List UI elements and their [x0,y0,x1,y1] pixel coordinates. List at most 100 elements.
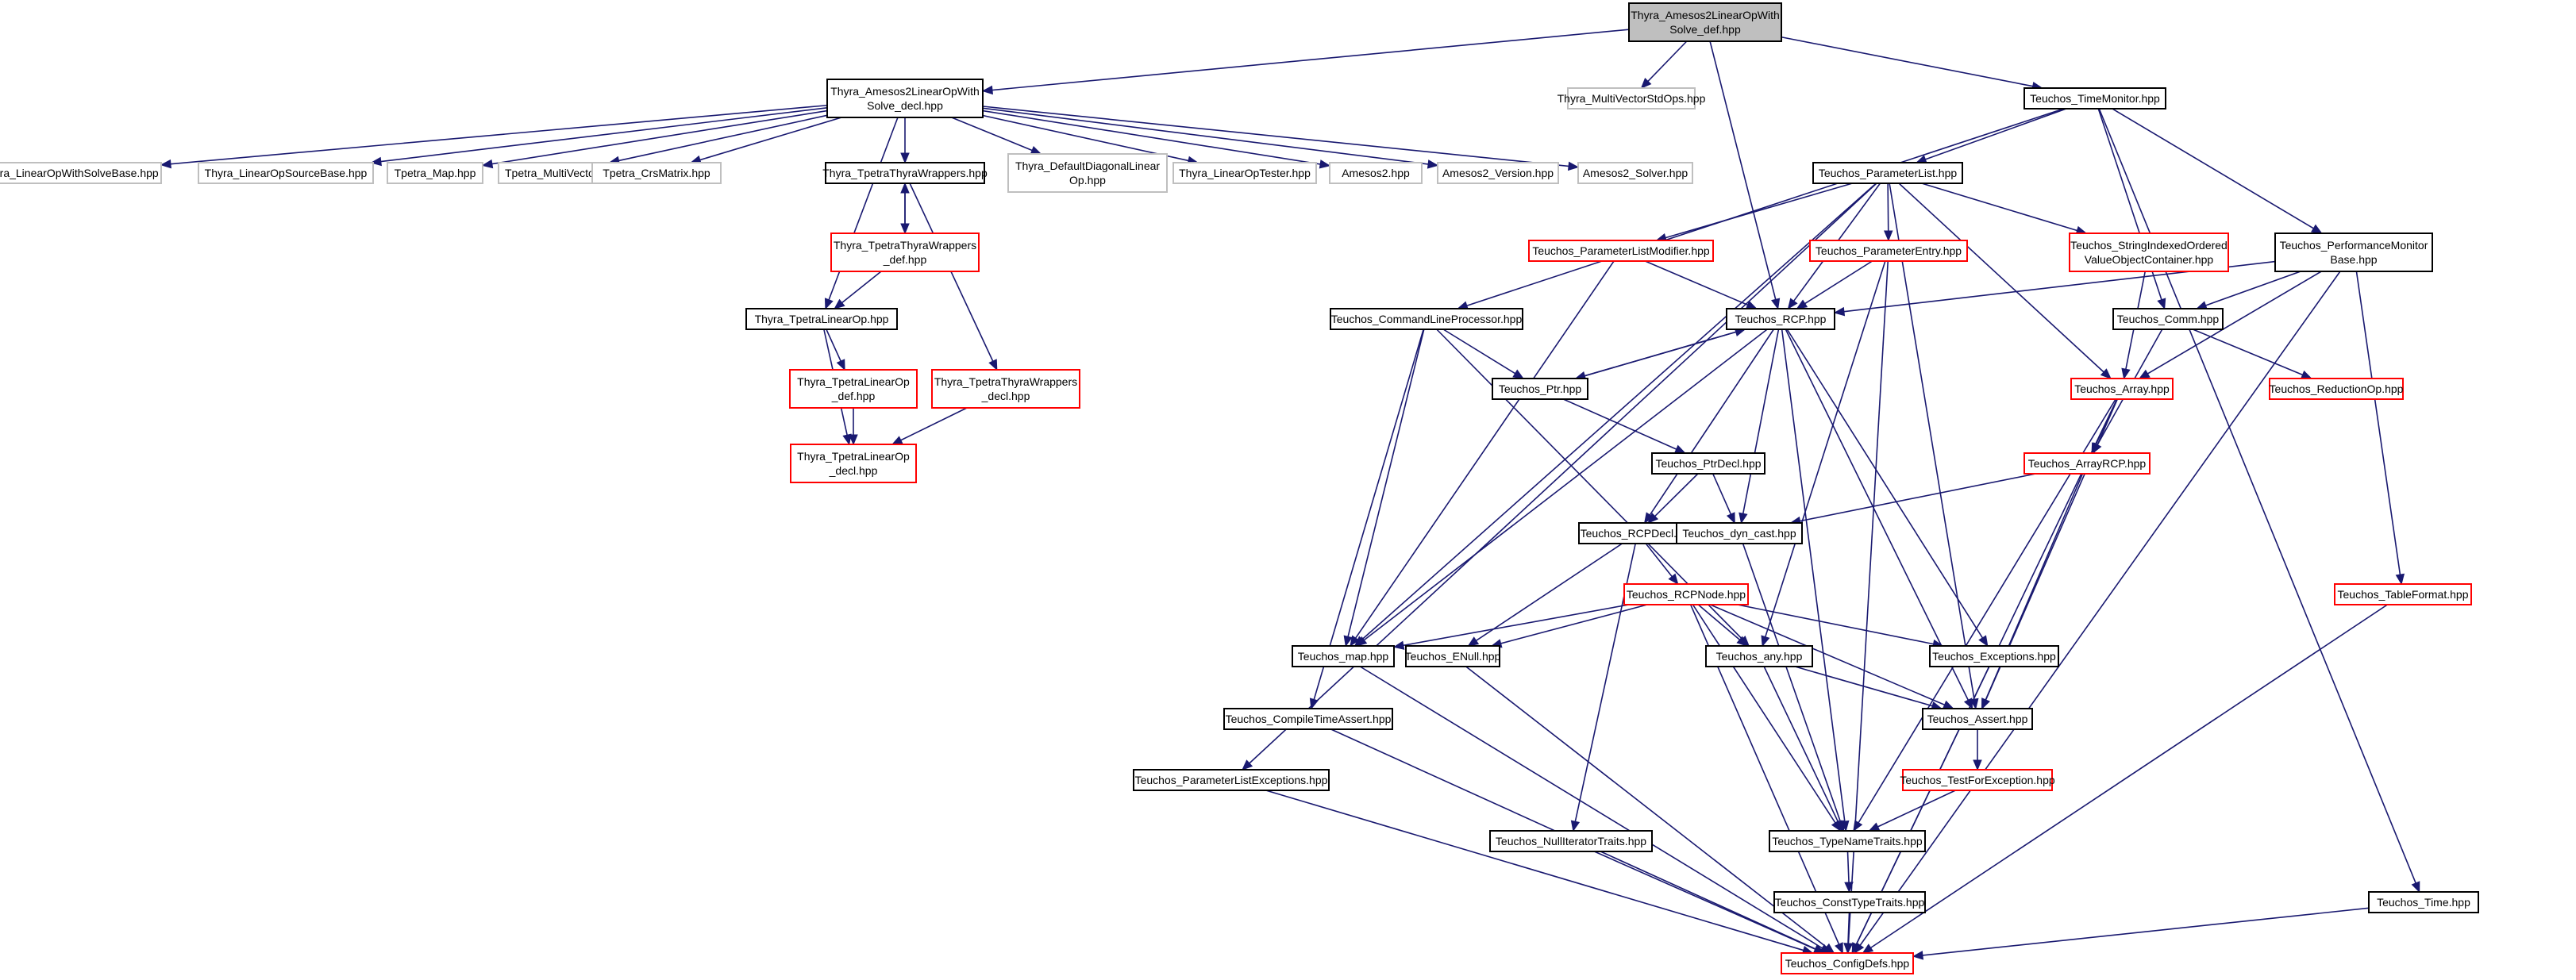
node-box [1007,153,1168,193]
edge-arrowhead [1883,230,1893,242]
node-clp[interactable]: Teuchos_CommandLineProcessor.hpp [1330,308,1523,330]
node-label-line: Teuchos_ParameterListModifier.hpp [1532,244,1710,257]
edge-root-to-tmon [1781,36,2043,91]
edge-rcpdecl-to-rcpnode [1645,543,1679,586]
edge-line [1785,329,1970,701]
edge-line [1800,473,2036,522]
node-ptr[interactable]: Teuchos_Ptr.hpp [1492,378,1588,400]
node-lopsrc: Thyra_LinearOpSourceBase.hpp [198,162,374,184]
edge-arrowhead [824,298,834,310]
edge-tblfmt-to-cfg [1862,604,2388,954]
node-label-line: Op.hpp [1069,174,1106,186]
node-plexc[interactable]: Teuchos_ParameterListExceptions.hpp [1133,769,1330,791]
node-mvso: Thyra_MultiVectorStdOps.hpp [1558,87,1706,110]
node-label-line: Amesos2_Version.hpp [1442,167,1554,179]
edge-arrowhead [1739,512,1748,525]
edge-arrowhead [981,85,993,95]
edge-line [2205,271,2301,306]
node-plmod[interactable]: Teuchos_ParameterListModifier.hpp [1528,240,1714,262]
node-tnt[interactable]: Teuchos_TypeNameTraits.hpp [1769,830,1926,852]
node-nullit[interactable]: Teuchos_NullIteratorTraits.hpp [1489,830,1653,852]
node-exc[interactable]: Teuchos_Exceptions.hpp [1929,645,2059,667]
node-map[interactable]: Teuchos_map.hpp [1292,645,1395,667]
node-time[interactable]: Teuchos_Time.hpp [2368,891,2479,913]
node-rcpdecl[interactable]: Teuchos_RCPDecl.hpp [1578,522,1697,544]
edge-line [1355,260,1615,639]
node-box [1726,308,1835,330]
edge-arrowhead [1640,78,1652,89]
node-label-line: Thyra_DefaultDiagonalLinear [1015,159,1160,172]
edge-ttwdef-to-tlo [834,271,882,309]
node-tlodecl[interactable]: Thyra_TpetraLinearOp_decl.hpp [790,444,917,483]
node-cta[interactable]: Teuchos_CompileTimeAssert.hpp [1223,708,1393,730]
edge-line [1859,271,2341,946]
edge-arrowhead [1787,298,1798,310]
edge-arrowhead [1912,951,1924,960]
edge-line [826,329,841,362]
node-pentry[interactable]: Teuchos_ParameterEntry.hpp [1809,240,1968,262]
node-tblfmt[interactable]: Teuchos_TableFormat.hpp [2334,583,2472,605]
node-label-line: Thyra_TpetraLinearOp [797,450,910,463]
node-label-line: Solve_decl.hpp [867,99,943,112]
node-dyncast[interactable]: Teuchos_dyn_cast.hpp [1676,522,1803,544]
node-siovoc[interactable]: Teuchos_StringIndexedOrderedValueObjectC… [2069,233,2229,272]
node-tlo[interactable]: Thyra_TpetraLinearOp.hpp [745,308,898,330]
node-assert[interactable]: Teuchos_Assert.hpp [1922,708,2033,730]
node-redop[interactable]: Teuchos_ReductionOp.hpp [2269,378,2404,400]
edge-line [1742,543,1842,822]
node-ptrdecl[interactable]: Teuchos_PtrDecl.hpp [1651,452,1765,475]
edge-ttw-to-ttwdecl [909,183,998,371]
edge-line [1363,329,1768,641]
edge-clp-to-map [1343,329,1425,648]
node-label-line: Teuchos_RCPDecl.hpp [1581,527,1696,540]
node-ttwdecl[interactable]: Thyra_TpetraThyraWrappers_decl.hpp [931,369,1080,409]
node-array[interactable]: Teuchos_Array.hpp [2070,378,2174,400]
edge-line [1786,329,1984,639]
node-ttwdef[interactable]: Thyra_TpetraThyraWrappers_def.hpp [830,233,980,272]
edge-line [982,106,1569,167]
edge-arrowhead [1851,942,1861,955]
edge-arrowhead [1668,573,1679,586]
node-rcpnode[interactable]: Teuchos_RCPNode.hpp [1623,583,1749,605]
edge-arrowhead [842,433,852,446]
edge-ttwdecl-to-tlodecl [891,407,968,445]
node-tmon[interactable]: Teuchos_TimeMonitor.hpp [2023,87,2166,110]
node-any[interactable]: Teuchos_any.hpp [1705,645,1813,667]
edge-assert-to-tfe [1973,729,1982,771]
node-tfe[interactable]: Teuchos_TestForException.hpp [1900,769,2055,791]
node-ctt[interactable]: Teuchos_ConstTypeTraits.hpp [1773,891,1926,913]
node-arcp[interactable]: Teuchos_ArrayRCP.hpp [2023,452,2151,475]
node-label-line: Teuchos_TypeNameTraits.hpp [1772,835,1923,847]
edge-line [1763,666,1839,823]
edge-plmod-to-map [1350,260,1615,648]
edge-arrowhead [1030,145,1042,155]
node-tlodef[interactable]: Thyra_TpetraLinearOp_def.hpp [789,369,918,409]
node-enull[interactable]: Teuchos_ENull.hpp [1405,645,1501,667]
edge-line [841,271,882,304]
node-box [591,162,722,184]
node-rcp[interactable]: Teuchos_RCP.hpp [1726,308,1835,330]
edge-line [1710,604,1945,706]
edge-comm-to-redop [2193,329,2312,379]
node-box [1133,769,1330,791]
edge-line [1887,183,1889,232]
edge-plist-to-plexc [1242,183,1877,771]
edge-line [2112,108,2314,229]
edge-line [1847,912,1850,944]
node-comm[interactable]: Teuchos_Comm.hpp [2112,308,2224,330]
edge-line [2355,271,2401,575]
node-ttw[interactable]: Thyra_TpetraThyraWrappers.hpp [822,162,988,184]
edge-line [1804,260,1873,305]
edge-arrowhead [1242,759,1253,771]
edge-line [1647,40,1688,82]
node-label-line: Teuchos_RCPNode.hpp [1627,588,1746,601]
node-label-line: Thyra_TpetraThyraWrappers.hpp [822,167,988,179]
node-plist[interactable]: Teuchos_ParameterList.hpp [1812,162,1963,184]
node-cfg[interactable]: Teuchos_ConfigDefs.hpp [1781,952,1914,974]
edge-arrowhead [1853,820,1863,832]
edge-dyncast-to-tnt [1742,543,1845,832]
